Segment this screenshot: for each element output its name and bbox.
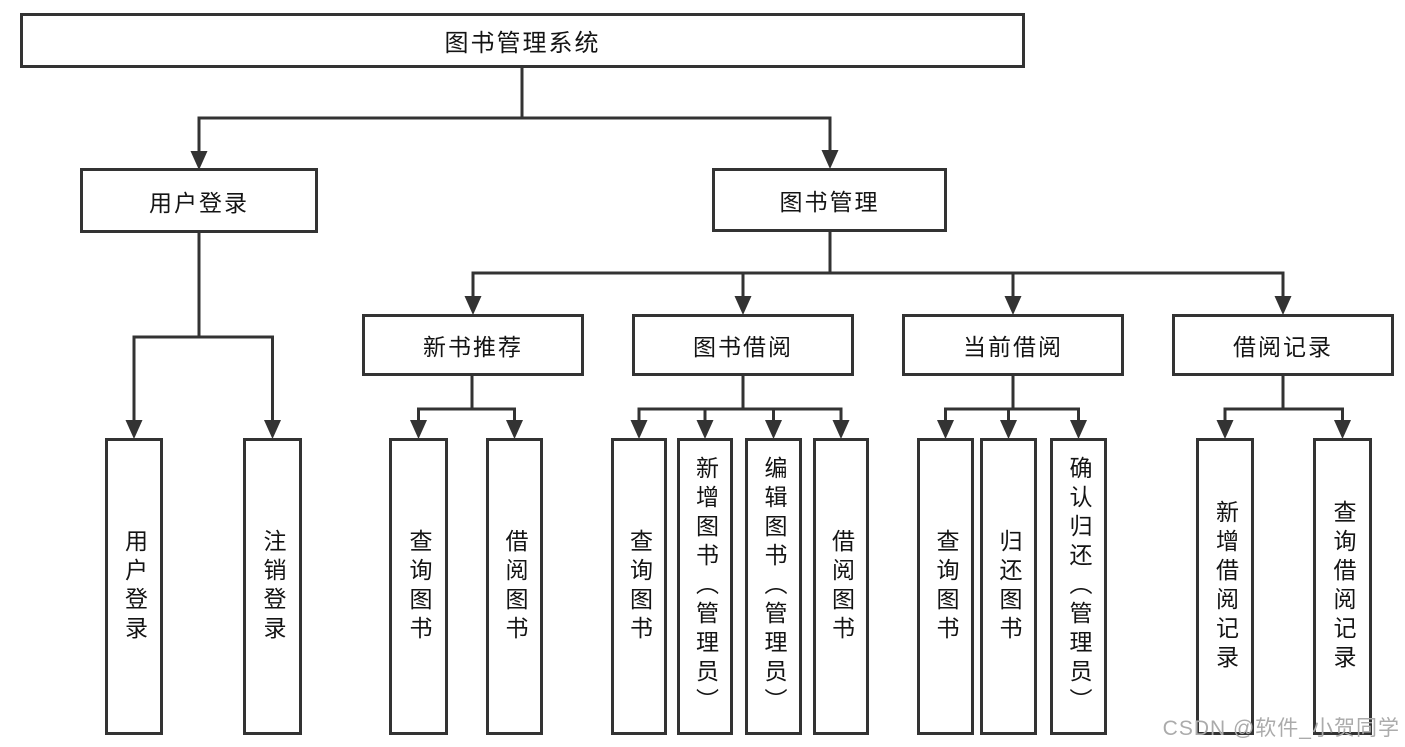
leaf-add-borrow-record: 新增借阅记录 [1196, 438, 1254, 735]
leaf-add-book-admin-label: 新增图书（管理员） [692, 456, 719, 717]
arrowhead-icons [125, 150, 1351, 439]
leaf-borrow-books: 借阅图书 [813, 438, 869, 735]
leaf-user-login: 用户登录 [105, 438, 163, 735]
leaf-query-books-recommend-label: 查询图书 [406, 528, 432, 645]
node-book-management-label: 图书管理 [779, 189, 880, 215]
leaf-logout: 注销登录 [243, 438, 302, 735]
node-library-system: 图书管理系统 [20, 13, 1025, 68]
node-library-system-label: 图书管理系统 [444, 30, 601, 57]
leaf-logout-label: 注销登录 [260, 528, 286, 645]
leaf-query-books-recommend: 查询图书 [389, 438, 448, 735]
node-user-login: 用户登录 [80, 168, 318, 233]
leaf-return-books-label: 归还图书 [996, 528, 1022, 645]
leaf-query-books-borrow: 查询图书 [611, 438, 667, 735]
leaf-add-borrow-record-label: 新增借阅记录 [1212, 499, 1239, 674]
node-current-borrowing-label: 当前借阅 [963, 334, 1063, 360]
leaf-query-books-current: 查询图书 [917, 438, 974, 735]
watermark: CSDN @软件_小贺同学 [1162, 717, 1400, 740]
node-new-book-recommendation-label: 新书推荐 [423, 334, 523, 360]
node-borrowing-records: 借阅记录 [1172, 314, 1394, 376]
leaf-query-books-borrow-label: 查询图书 [626, 528, 653, 645]
leaf-borrow-books-label: 借阅图书 [828, 528, 855, 645]
leaf-borrow-books-recommend: 借阅图书 [486, 438, 543, 735]
leaf-query-borrow-record: 查询借阅记录 [1313, 438, 1372, 735]
leaf-query-borrow-record-label: 查询借阅记录 [1330, 499, 1356, 674]
node-user-login-label: 用户登录 [149, 189, 249, 216]
node-book-borrowing: 图书借阅 [632, 314, 854, 376]
leaf-confirm-return-admin: 确认归还（管理员） [1050, 438, 1107, 735]
leaf-borrow-books-recommend-label: 借阅图书 [502, 528, 528, 645]
leaf-return-books: 归还图书 [980, 438, 1037, 735]
leaf-query-books-current-label: 查询图书 [933, 528, 959, 645]
node-current-borrowing: 当前借阅 [902, 314, 1124, 376]
leaf-user-login-label: 用户登录 [121, 528, 148, 645]
leaf-edit-book-admin-label: 编辑图书（管理员） [761, 456, 787, 717]
leaf-confirm-return-admin-label: 确认归还（管理员） [1066, 456, 1092, 717]
node-new-book-recommendation: 新书推荐 [362, 314, 584, 376]
node-book-borrowing-label: 图书借阅 [693, 334, 793, 360]
node-borrowing-records-label: 借阅记录 [1233, 334, 1333, 360]
node-book-management: 图书管理 [712, 168, 947, 232]
leaf-add-book-admin: 新增图书（管理员） [677, 438, 733, 735]
tree-edges [132, 68, 1344, 423]
leaf-edit-book-admin: 编辑图书（管理员） [745, 438, 802, 735]
